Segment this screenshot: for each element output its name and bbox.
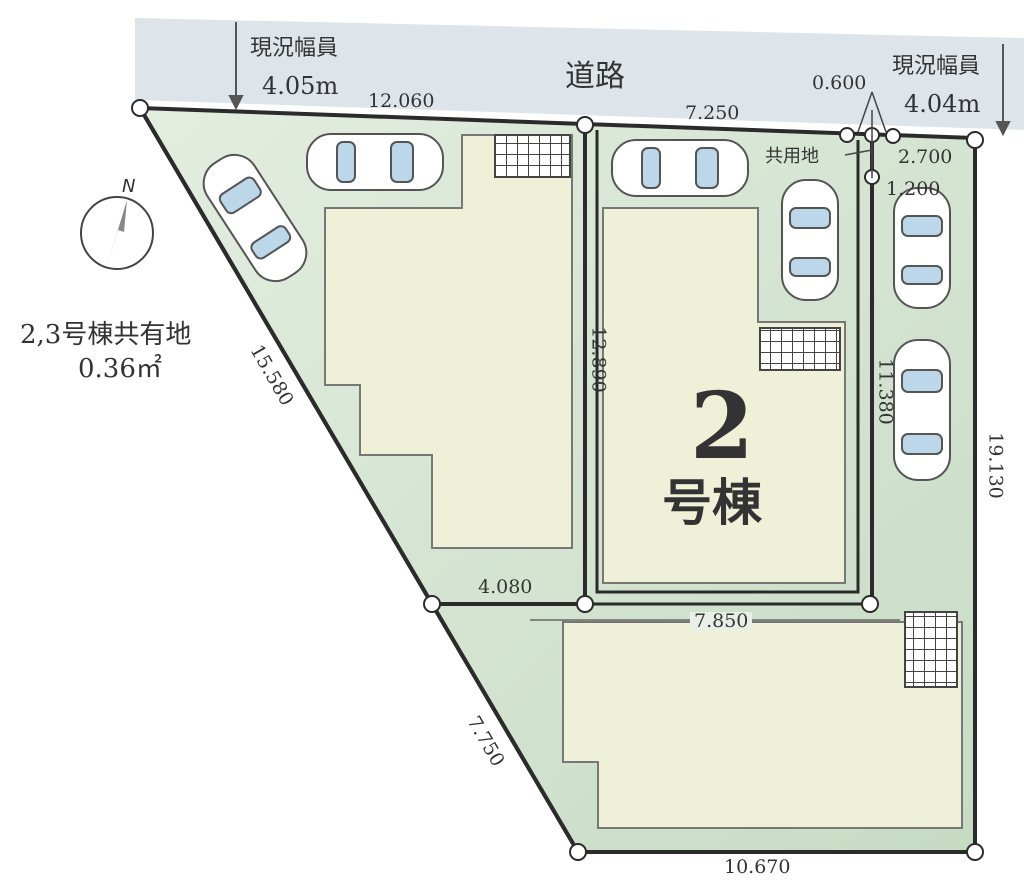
road-width-left-title: 現況幅員 <box>250 36 339 61</box>
dim-mid-bottom-left: 4.080 <box>478 576 533 598</box>
building-lot-4 <box>562 621 963 829</box>
dim-lot2-left: 12.890 <box>587 326 610 393</box>
car-icon <box>202 153 308 283</box>
small-dim-lines <box>844 91 887 178</box>
car-icon <box>611 139 749 197</box>
dim-right-small-1: 2.700 <box>898 146 953 168</box>
road-width-right-value: 4.04m <box>904 90 981 118</box>
road-width-left-value: 4.05m <box>262 72 339 100</box>
north-label: N <box>122 176 136 197</box>
lot-suffix: 号棟 <box>662 474 762 532</box>
car-icon <box>781 179 839 301</box>
dim-mid-horizontal: 7.850 <box>690 612 753 631</box>
car-icons <box>202 133 951 481</box>
building-lot-2 <box>602 207 846 584</box>
road-label: 道路 <box>565 59 625 94</box>
car-icon <box>306 133 444 191</box>
road-width-arrow-left <box>228 22 244 111</box>
car-icon <box>893 187 951 309</box>
deck-grid-2 <box>759 327 841 371</box>
lot-number: 2 <box>690 372 755 480</box>
road-width-right-title: 現況幅員 <box>892 54 981 79</box>
deck-grid-1 <box>494 134 571 178</box>
dim-bottom: 10.670 <box>724 856 791 878</box>
dim-top-small: 0.600 <box>812 72 867 94</box>
dim-right-small-2: 1.200 <box>886 178 941 200</box>
building-lot-1 <box>324 134 573 549</box>
dim-top-mid: 7.250 <box>685 102 740 124</box>
dim-top-left: 12.060 <box>368 90 435 112</box>
compass-icon <box>80 196 154 270</box>
road-band <box>135 18 1024 130</box>
lot-border-2 <box>595 130 860 594</box>
shared-land-area: 0.36㎡ <box>78 354 162 384</box>
deck-grid-3 <box>904 611 958 688</box>
site-boundary-diag <box>138 106 580 854</box>
dim-right-side: 19.130 <box>984 432 1007 499</box>
dim-lot3-right: 11.380 <box>874 358 897 425</box>
common-land-label: 共用地 <box>765 146 819 167</box>
car-icon <box>893 339 951 481</box>
shared-land-title: 2,3号棟共有地 <box>20 320 192 350</box>
boundary-markers <box>131 99 984 861</box>
road-width-arrow-right <box>995 44 1011 137</box>
